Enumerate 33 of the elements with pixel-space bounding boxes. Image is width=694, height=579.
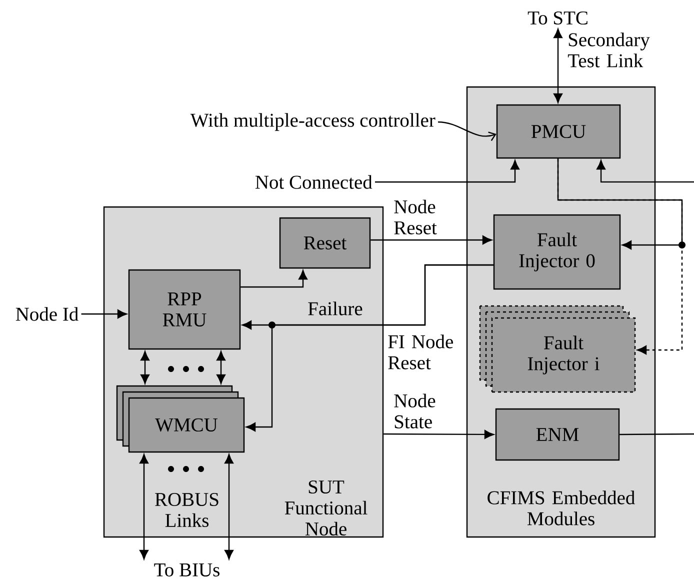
edge-label: Secondary Test Link [568,32,650,68]
process-box: ENM [495,408,620,461]
note-text: With multiple-access controller [190,113,436,131]
arrow [81,310,127,318]
arrow [438,121,496,141]
signal-label: Node Id [16,307,78,321]
arrow [140,351,150,384]
stacked-boxes: Fault Injector i [479,305,636,393]
edge-label: Failure [308,302,362,316]
arrow [140,454,148,560]
stacked-boxes: WMCU [116,385,245,453]
signal-label: To BIUs [154,564,220,576]
edge-label: Node State [394,394,436,428]
arrow [216,351,226,384]
arrow [596,160,694,183]
edge-label: FI Node Reset [388,334,453,370]
process-box: Reset [279,217,371,269]
process-box: Fault Injector 0 [493,214,621,290]
arrow [240,270,308,288]
arrow [557,158,683,354]
process-box: PMCU [496,104,621,159]
arrow [384,430,494,439]
edge-label: Node Reset [394,200,437,234]
link-label: ROBUS Links [155,492,218,528]
arrow [557,158,683,250]
arrow [375,160,520,183]
note-text: Not Connected [255,175,372,189]
arrow [224,454,234,560]
process-box: RPP RMU [128,269,241,350]
signal-label: To STC [528,11,588,25]
arrow [246,264,494,432]
arrow [370,236,492,244]
arrow [554,28,562,103]
